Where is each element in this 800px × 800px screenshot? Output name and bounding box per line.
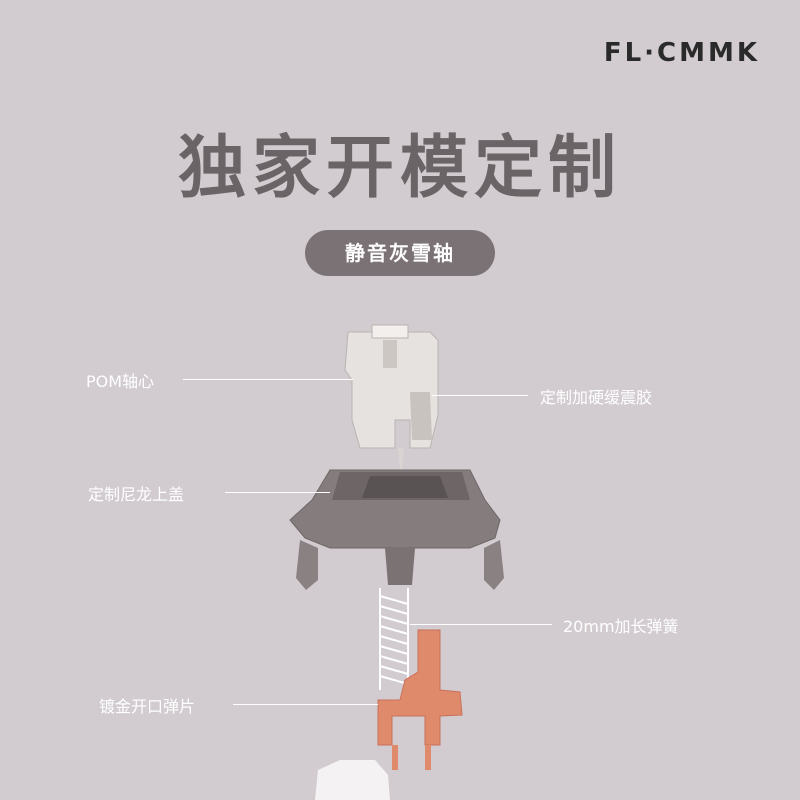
leader-line-damper xyxy=(432,395,528,396)
leader-line-leaf-spring xyxy=(233,704,378,705)
page-title: 独家开模定制 xyxy=(177,129,622,208)
label-stem: POM轴心 xyxy=(86,372,155,391)
leaf-spring-part xyxy=(377,629,463,770)
housing-part xyxy=(289,469,504,590)
leader-line-stem xyxy=(183,379,353,380)
spring-part xyxy=(379,588,409,690)
stem-part xyxy=(344,324,439,470)
label-damper: 定制加硬缓震胶 xyxy=(540,388,653,407)
label-housing: 定制尼龙上盖 xyxy=(88,485,185,504)
label-spring: 20mm加长弹簧 xyxy=(563,617,679,636)
leader-line-spring xyxy=(410,624,552,625)
leader-line-housing xyxy=(225,492,330,493)
brand-logo: FL·CMMK xyxy=(603,38,760,68)
label-leaf-spring: 镀金开口弹片 xyxy=(99,697,196,716)
switch-name-badge: 静音灰雪轴 xyxy=(305,230,495,276)
